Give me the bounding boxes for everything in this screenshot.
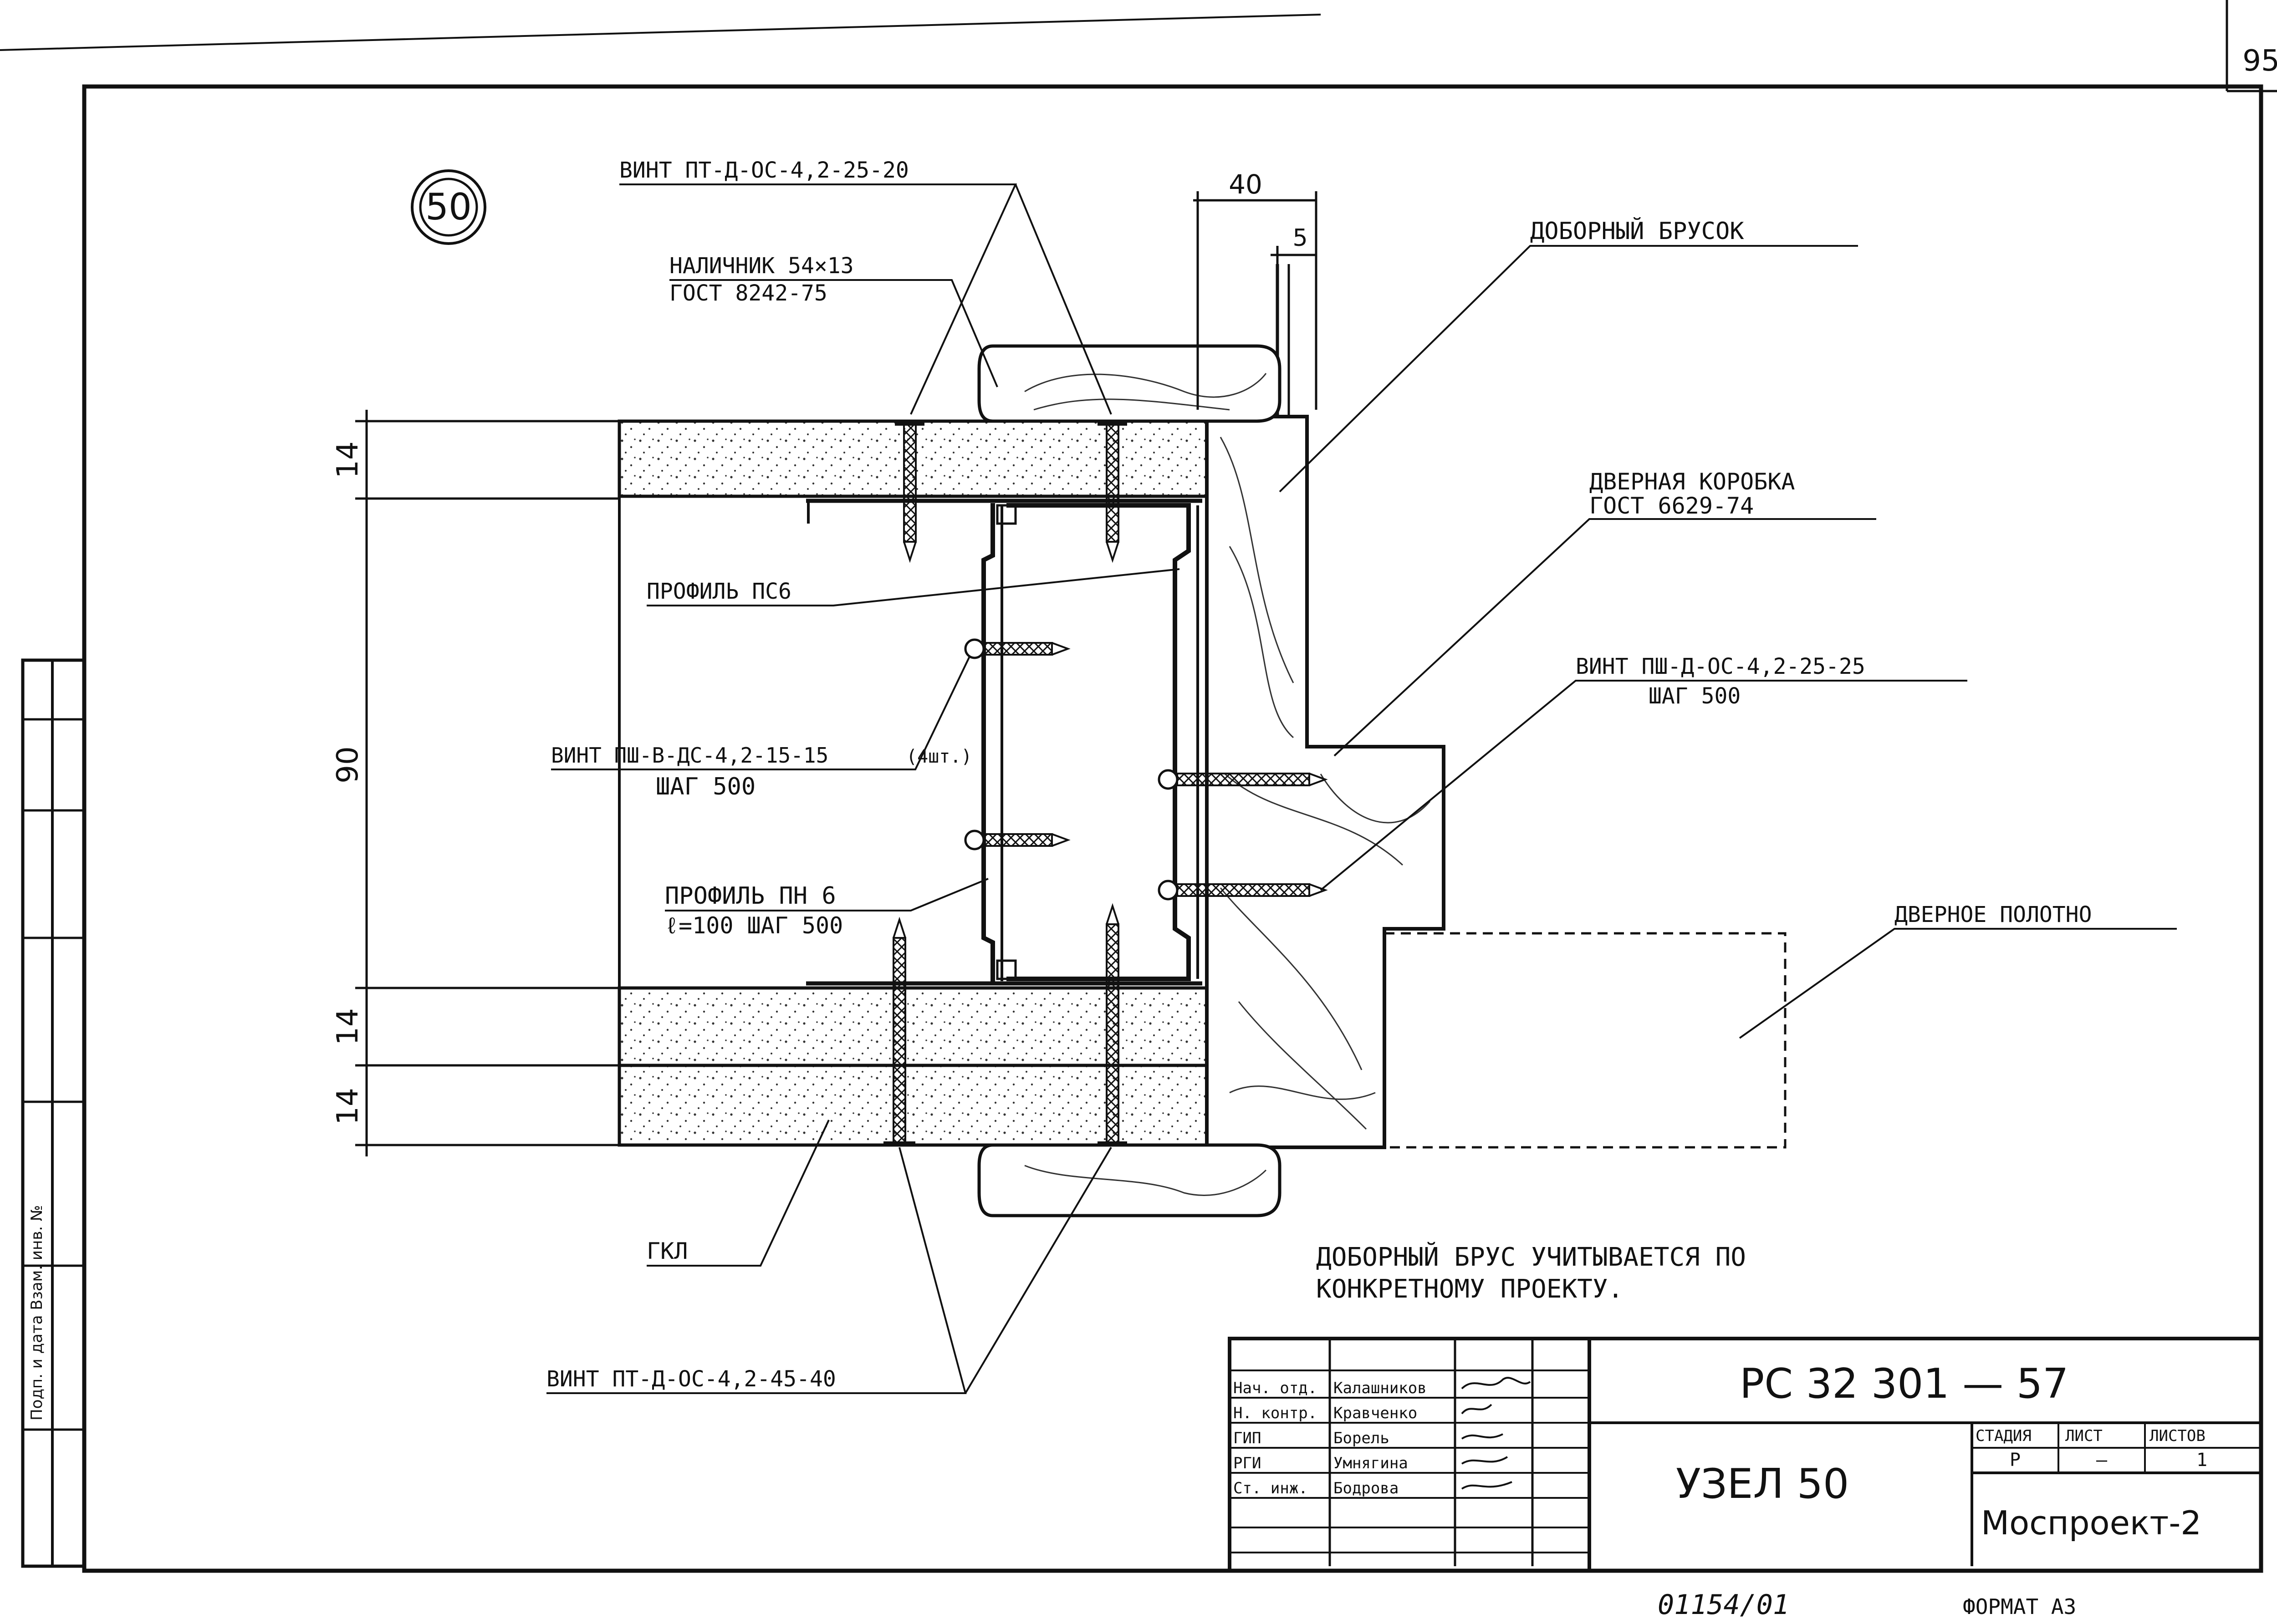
trim-bottom (977, 1143, 1281, 1217)
note-line-2: КОНКРЕТНОМУ ПРОЕКТУ. (1316, 1274, 1623, 1304)
profile-pn6-web (981, 503, 995, 983)
label-profile-ps6: ПРОФИЛЬ ПС6 (647, 579, 791, 604)
tb-sheets-header: ЛИСТОВ (2149, 1427, 2206, 1445)
screw-psh-v-lower (964, 830, 1071, 850)
label-profile-pn6-1: ПРОФИЛЬ ПН 6 (665, 882, 836, 910)
dim-left-middle: 90 (331, 746, 365, 783)
dimension-texts: 40 5 14 90 14 14 (331, 169, 1308, 1125)
note-line-1: ДОБОРНЫЙ БРУС УЧИТЫВАЕТСЯ ПО (1316, 1242, 1746, 1272)
profile-ps6 (1006, 503, 1191, 981)
label-screw-pshv-1: ВИНТ ПШ-В-ДС-4,2-15-15 (551, 743, 828, 768)
tb-title: УЗЕЛ 50 (1676, 1460, 1849, 1508)
tb-code: РС 32 301 — 57 (1740, 1360, 2068, 1408)
tb-name-1: Кравченко (1333, 1404, 1417, 1422)
label-screw-pshv-count: (4шт.) (906, 746, 972, 767)
screw-bottom-left (883, 916, 915, 1146)
tb-role-3: РГИ (1233, 1454, 1261, 1472)
tb-name-0: Калашников (1333, 1379, 1427, 1397)
node-number: 50 (425, 186, 472, 228)
label-screw-top: ВИНТ ПТ-Д-ОС-4,2-25-20 (619, 158, 909, 183)
tb-role-1: Н. контр. (1233, 1404, 1317, 1422)
footer-format: ФОРМАТ А3 (1963, 1594, 2076, 1619)
label-screw-pshd-1: ВИНТ ПШ-Д-ОС-4,2-25-25 (1576, 654, 1865, 679)
label-door-frame-1: ДВЕРНАЯ КОРОБКА (1589, 468, 1795, 495)
sheet-frame (0, 0, 2277, 1573)
label-door-leaf: ДВЕРНОЕ ПОЛОТНО (1894, 902, 2092, 927)
tb-sheet-header: ЛИСТ (2065, 1427, 2103, 1445)
tb-name-4: Бодрова (1333, 1479, 1399, 1497)
signatures (1461, 1377, 1531, 1490)
leader-lines (546, 183, 2177, 1394)
title-block: Нач. отд. Калашников Н. контр. Кравченко… (1228, 1337, 2263, 1573)
screw-bottom-right (1098, 903, 1127, 1146)
label-screw-pshv-2: ШАГ 500 (656, 773, 756, 800)
label-trim-2: ГОСТ 8242-75 (669, 280, 827, 306)
side-stamp: Подп. и дата Взам. инв. № (21, 658, 86, 1568)
tb-sheet-value: — (2096, 1450, 2108, 1471)
tb-role-4: Ст. инж. (1233, 1479, 1308, 1497)
tb-org: Моспроект-2 (1981, 1504, 2201, 1542)
dimensions (355, 191, 1317, 1156)
screws (883, 421, 1328, 1146)
label-profile-pn6-2: ℓ=100 ШАГ 500 (665, 912, 843, 939)
tb-role-2: ГИП (1233, 1429, 1261, 1447)
label-trim-1: НАЛИЧНИК 54×13 (669, 253, 854, 279)
label-extension-bar: ДОБОРНЫЙ БРУСОК (1530, 217, 1744, 245)
wall-section (618, 264, 1787, 1217)
screw-psh-v-upper (964, 638, 1071, 659)
dim-top-gap: 5 (1292, 224, 1307, 252)
trim-top (977, 344, 1281, 423)
dim-top-width: 40 (1229, 169, 1262, 200)
footer-inventory: 01154/01 (1658, 1589, 1789, 1621)
screw-top-left (895, 421, 924, 563)
label-screw-pshd-2: ШАГ 500 (1649, 683, 1741, 709)
screw-psh-d-lower (1158, 880, 1328, 901)
labels: ВИНТ ПТ-Д-ОС-4,2-25-20 НАЛИЧНИК 54×13 ГО… (546, 158, 2092, 1392)
dim-left-bottom-1: 14 (331, 1008, 365, 1045)
door-leaf (1383, 932, 1787, 1149)
node-badge: 50 (411, 169, 486, 245)
side-stamp-label: Подп. и дата Взам. инв. № (28, 1205, 46, 1420)
tb-role-0: Нач. отд. (1233, 1379, 1317, 1397)
label-gkl: ГКЛ (647, 1238, 688, 1264)
tb-name-3: Умнягина (1333, 1454, 1408, 1472)
footer: 01154/01 ФОРМАТ А3 (1658, 1589, 2076, 1621)
label-door-frame-2: ГОСТ 6629-74 (1589, 493, 1754, 519)
tb-stage-value: Р (2010, 1450, 2021, 1471)
tb-sheets-value: 1 (2196, 1450, 2207, 1471)
screw-psh-d-upper (1158, 769, 1328, 790)
label-screw-bottom: ВИНТ ПТ-Д-ОС-4,2-45-40 (546, 1366, 836, 1392)
dim-left-top: 14 (331, 441, 365, 478)
sheet-number: 95 (2242, 44, 2277, 78)
dim-left-bottom-2: 14 (331, 1088, 365, 1125)
tb-stage-header: СТАДИЯ (1976, 1427, 2032, 1445)
tb-name-2: Борель (1333, 1429, 1389, 1447)
screw-top-right (1098, 421, 1127, 563)
